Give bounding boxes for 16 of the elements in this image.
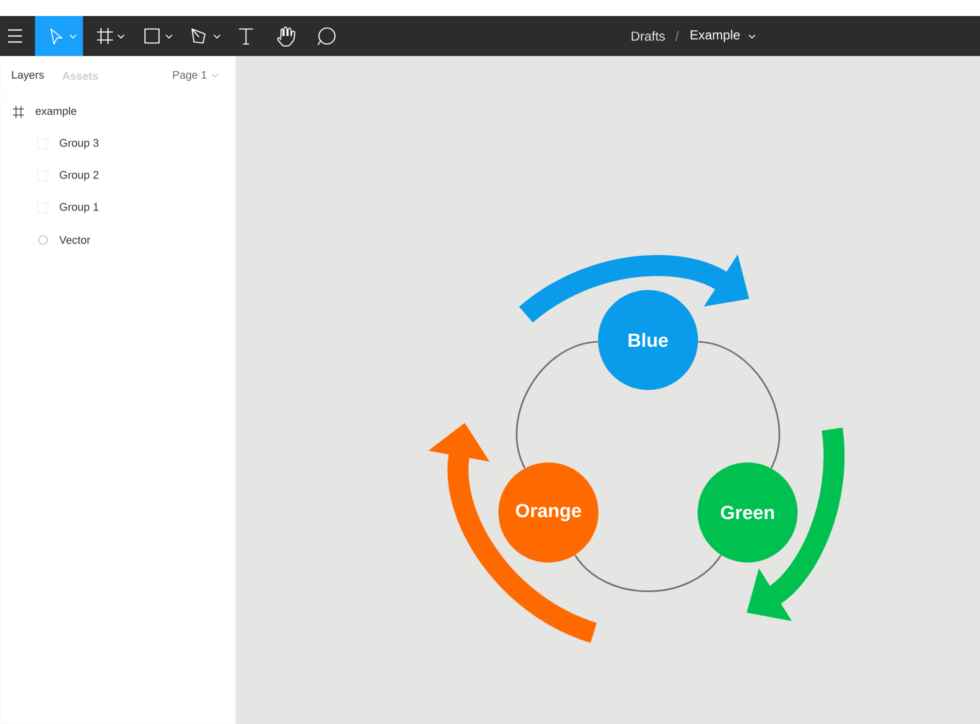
label-text: Group 3	[60, 139, 98, 149]
label-text: Example	[690, 30, 740, 42]
circle-node: Green	[698, 462, 798, 562]
circle-node: Orange	[498, 462, 598, 562]
label-text: example	[36, 106, 76, 118]
label-text: Drafts	[632, 31, 665, 41]
ring-arc	[574, 554, 722, 592]
circle-node: Blue	[598, 290, 698, 390]
label-text: /	[675, 30, 679, 42]
ring-arc	[516, 340, 598, 468]
label-text: Vector	[59, 236, 90, 244]
label-text: Group 2	[60, 171, 98, 181]
ring-arc	[698, 340, 780, 468]
label-text: Group 1	[60, 203, 98, 213]
label-text: Layers	[12, 71, 44, 81]
label-text: Page 1	[173, 71, 207, 81]
